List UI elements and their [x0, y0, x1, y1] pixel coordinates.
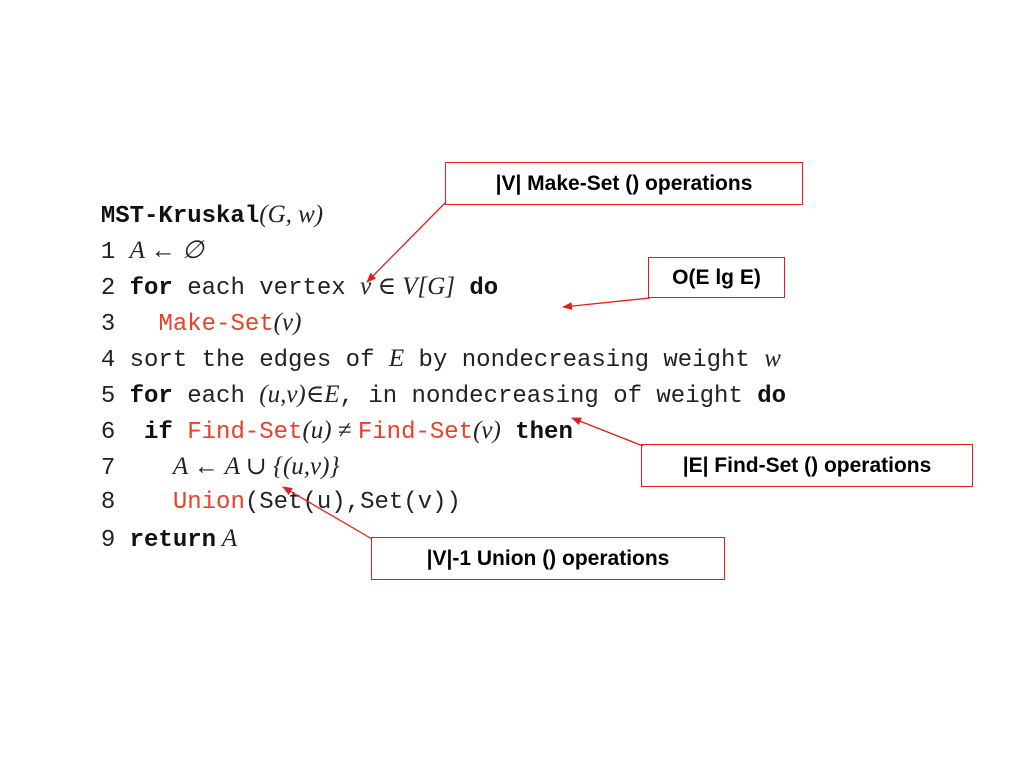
code-line-7: 7 A ← A ∪ {(u,v)} — [72, 422, 340, 482]
line-5-post: , in nondecreasing of weight — [339, 383, 758, 410]
var-V: V — [402, 273, 418, 300]
line-number: 7 — [100, 455, 116, 482]
line-number: 4 — [100, 347, 116, 374]
keyword-return: return — [129, 527, 217, 554]
find-set-arg-u: (u) — [302, 417, 332, 444]
var-w: w — [764, 345, 781, 372]
line-5-text: each — [172, 383, 260, 410]
line-2-text: each vertex — [172, 275, 361, 302]
return-value: A — [216, 525, 238, 552]
line-number: 5 — [100, 383, 116, 410]
arrow-union — [282, 486, 373, 540]
keyword-for: for — [129, 383, 173, 410]
annotation-sort: O(E lg E) — [648, 257, 785, 298]
code-line-1: 1 A ← ∅ — [72, 206, 204, 266]
line-number: 1 — [100, 239, 116, 266]
keyword-then: then — [500, 419, 573, 446]
line-4-mid: by nondecreasing weight — [404, 347, 765, 374]
code-line-3: 3 Make-Set(v) — [72, 278, 302, 338]
line-number: 8 — [100, 489, 116, 516]
var-G: [G] — [417, 273, 455, 300]
annotation-make-set: |V| Make-Set () operations — [445, 162, 803, 205]
keyword-for: for — [129, 275, 173, 302]
arrow-sort — [562, 297, 651, 311]
code-line-4: 4 sort the edges of E by nondecreasing w… — [72, 314, 781, 374]
element-of-E: ∈E — [305, 381, 340, 408]
line-4-text: sort the edges of — [129, 347, 389, 374]
code-line-8: 8 Union(Set(u),Set(v)) — [72, 458, 461, 516]
var-E: E — [388, 345, 405, 372]
algorithm-args: (G, w) — [259, 201, 324, 228]
element-of: ∈ — [371, 273, 403, 300]
line-1-text: A ← ∅ — [129, 237, 204, 264]
make-set-arg: (v) — [273, 309, 302, 336]
code-line-2: 2 for each vertex v ∈ V[G] do — [72, 242, 498, 302]
algorithm-name: MST-Kruskal — [100, 203, 260, 230]
annotation-find-set: |E| Find-Set () operations — [641, 444, 973, 487]
line-7-text: A ← A ∪ {(u,v)} — [172, 453, 340, 480]
var-uv: (u,v) — [259, 381, 306, 408]
call-find-set-v: Find-Set — [357, 419, 474, 446]
annotation-union: |V|-1 Union () operations — [371, 537, 725, 580]
keyword-if: if — [144, 419, 173, 446]
keyword-do: do — [757, 383, 787, 410]
arrow-make-set — [366, 202, 446, 283]
keyword-do: do — [455, 275, 499, 302]
var-v: v — [360, 273, 372, 300]
call-make-set: Make-Set — [158, 311, 274, 338]
line-number: 2 — [100, 275, 116, 302]
line-number: 3 — [100, 311, 116, 338]
line-number: 6 — [100, 419, 116, 446]
arrow-find-set — [571, 417, 644, 447]
code-line-9: 9 return A — [72, 494, 237, 554]
call-find-set-u: Find-Set — [187, 419, 303, 446]
not-equal: ≠ — [331, 417, 358, 444]
find-set-arg-v: (v) — [473, 417, 501, 444]
call-union: Union — [172, 489, 245, 516]
union-arg: (Set(u),Set(v)) — [244, 489, 461, 516]
line-number: 9 — [100, 527, 116, 554]
code-line-6: 6 if Find-Set(u) ≠ Find-Set(v) then — [72, 386, 573, 446]
algorithm-header: MST-Kruskal(G, w) — [72, 170, 323, 230]
code-line-5: 5 for each (u,v)∈E, in nondecreasing of … — [72, 350, 786, 410]
